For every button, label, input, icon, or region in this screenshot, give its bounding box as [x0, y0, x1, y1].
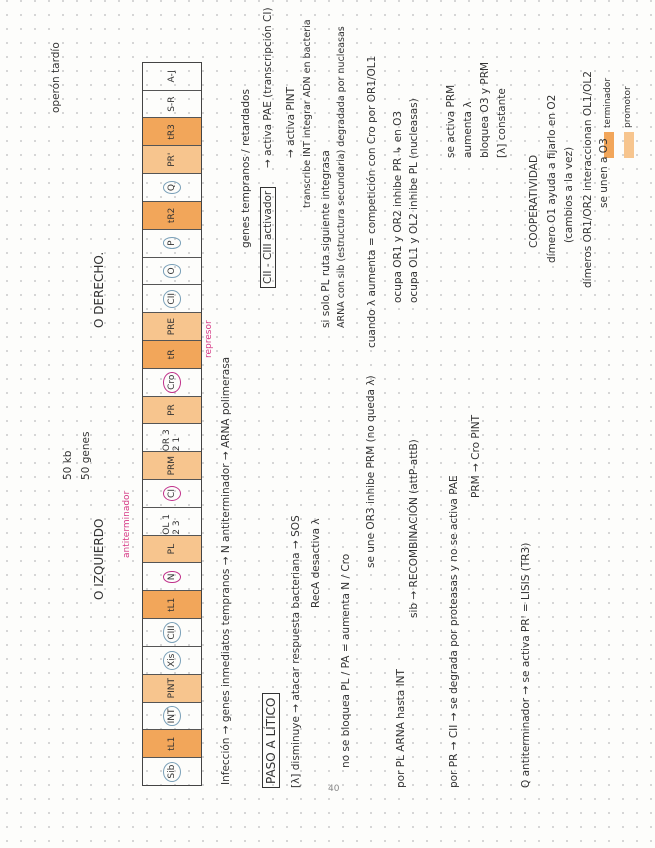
terminator-cell: tR: [143, 340, 201, 368]
gene-cell: A-J: [167, 70, 177, 83]
gene-cell: CII: [143, 284, 201, 313]
note-l7: por PR → CII → se degrada por proteasas …: [448, 475, 460, 788]
gene-cell: Q: [143, 173, 201, 201]
promoter-swatch: [624, 132, 634, 158]
note-l1: [λ] disminuye → atacar respuesta bacteri…: [290, 515, 302, 788]
terminator-cell: tL1: [143, 590, 201, 619]
note-r2: ARNA con sib (estructura secundaria) deg…: [336, 26, 347, 328]
note-r1: si solo PL ruta siguiente integrasa: [320, 150, 332, 328]
note-l5: por PL ARNA hasta INT: [395, 669, 407, 788]
gene-label: Sib: [163, 761, 181, 782]
note-l4: se une OR3 inhibe PRM (no queda λ): [365, 375, 377, 568]
note-c3: (cambios a la vez): [563, 146, 575, 243]
note-r5: ocupa OL1 y OL2 inhibe PL (nucleasas): [408, 98, 420, 303]
gene-cell: O: [143, 256, 201, 285]
gene-cell: S-R: [143, 89, 201, 118]
antiterminator-label: antiterminador: [122, 490, 132, 558]
note-transcribe: transcribe INT integrar ADN en bacteria: [302, 19, 313, 208]
gene-label: Q: [163, 180, 181, 195]
note-l6: sib → RECOMBINACIÓN (attP-attB): [408, 439, 420, 618]
late-operon-label: operón tardío: [50, 42, 62, 113]
note-delayed: genes tempranos / retardados: [240, 89, 252, 248]
note-infection: Infección → genes inmediatos tempranos →…: [220, 356, 232, 785]
terminator-cell: tR2: [143, 200, 201, 229]
gene-cell: Cro: [143, 367, 201, 396]
operator-cell: OL 1 2 3: [143, 506, 201, 535]
gene-label: INT: [163, 705, 181, 727]
gene-cell: CI: [143, 479, 201, 507]
genes-count-label: 50 genes: [80, 431, 92, 480]
legend-terminator: terminador: [603, 77, 613, 128]
terminator-cell: tL1: [143, 729, 201, 758]
cooperativity-heading: COOPERATIVIDAD: [528, 154, 540, 248]
lytic-heading: PASO A LÍTICO: [262, 693, 280, 788]
gene-cell: N: [143, 562, 201, 591]
gene-cell: Xis: [143, 645, 201, 674]
gene-label: Xis: [163, 650, 181, 671]
note-l8: PRM → Cro PINT: [470, 414, 482, 498]
promoter-cell: PINT: [143, 673, 201, 702]
note-l2: RecA desactiva λ: [310, 518, 322, 608]
lambda-genome-strip: Sib tL1 INT PINT Xis CIII tL1 N PL OL 1 …: [142, 62, 202, 786]
repressor-label: represor: [204, 320, 214, 358]
promoter-cell: PRE: [143, 312, 201, 340]
note-r3: cuando λ aumenta = competición con Cro p…: [366, 55, 378, 348]
right-operon-label: O DERECHO.: [92, 251, 106, 328]
note-c5: se unen a O3: [598, 138, 610, 208]
gene-label: CIII: [163, 622, 181, 643]
operator-cell: OR 3 2 1: [143, 423, 201, 452]
promoter-cell: PL: [143, 534, 201, 563]
promoter-cell: PRM: [143, 451, 201, 480]
page-number: 40: [328, 784, 340, 794]
gene-cell: Sib: [143, 757, 201, 785]
note-c2: dímero O1 ayuda a fijarlo en O2: [546, 94, 558, 263]
note-r8: bloquea O3 y PRM: [479, 61, 491, 158]
gene-label: CII: [163, 289, 181, 308]
note-l9: Q antiterminador → se activa PR' = LISIS…: [520, 542, 532, 788]
gene-label: CI: [163, 486, 181, 501]
gene-cell: P: [143, 228, 201, 257]
gene-label: P: [163, 237, 181, 249]
gene-label: N: [163, 570, 181, 584]
gene-label: Cro: [163, 371, 181, 393]
note-activa-pint: → activa PINT: [285, 86, 297, 158]
promoter-cell: PR: [143, 395, 201, 424]
size-label: 50 kb: [62, 450, 74, 480]
note-activator: CII - CIII activador: [260, 186, 276, 288]
note-r9: [λ] constante: [496, 88, 508, 158]
note-r7: aumenta λ: [462, 101, 474, 158]
promoter-cell: PR': [143, 145, 201, 174]
left-operon-label: O IZQUIERDO: [92, 518, 106, 600]
legend-promoter: promotor: [623, 86, 633, 128]
gene-label: O: [163, 264, 181, 278]
note-r4: ocupa OR1 y OR2 inhibe PR ↳ en O3: [392, 110, 404, 303]
gene-cell: INT: [143, 701, 201, 730]
gene-cell: CIII: [143, 618, 201, 646]
note-activa-pae: → activa PAE (transcripción CI): [262, 7, 274, 168]
note-c4: dímeros OR1/OR2 interaccionan OL1/OL2: [582, 71, 594, 288]
note-r6: se activa PRM: [445, 84, 457, 158]
terminator-cell: tR3: [143, 117, 201, 146]
note-l3: no se bloquea PL / PA = aumenta N / Cro: [340, 553, 352, 768]
